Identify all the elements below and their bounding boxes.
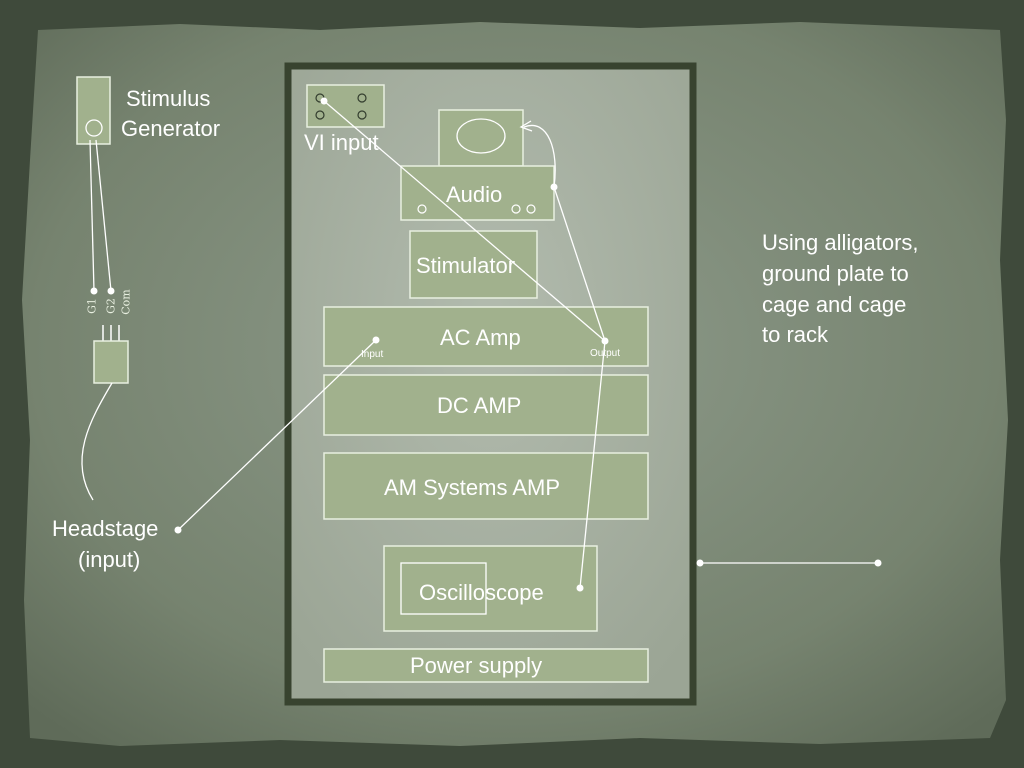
electrode-connector-box [93,340,129,384]
oscilloscope-label: Oscilloscope [419,580,544,605]
wire-stimgen-g1 [89,139,95,292]
terminal-rack-ground [696,559,704,567]
power-supply-box [323,648,649,683]
audio-knob [511,204,521,214]
wire-ac-output-oscilloscope [579,340,606,589]
stimulator-label: Stimulator [416,253,516,278]
note-line-4: to rack [762,322,829,347]
wire-arrowhead [519,120,533,132]
wire-audio-speaker [523,124,556,188]
terminal-cage-ground [874,559,882,567]
dc-amp-label: DC AMP [437,393,522,418]
wire-headstage-ac-input [177,339,377,531]
wire-audio-ac-output [553,186,606,342]
audio-knob [526,204,536,214]
ac-amp-input-label: Input [361,349,384,360]
terminal-ac-input [372,336,380,344]
pin-label-g2: G2 [104,298,118,314]
ac-amp-label: AC Amp [440,325,521,350]
audio-label: Audio [446,182,503,207]
ac-amp-box [323,306,649,367]
note-line-1: Using alligators, [762,230,919,255]
oscilloscope-screen [400,562,487,615]
note-line-3: cage and cage [762,292,907,317]
terminal-g1 [90,287,98,295]
am-systems-amp-box [323,452,649,520]
stimulus-generator-knob [85,119,103,137]
vi-input-label: VI input [304,130,379,155]
ac-amp-output-label: Output [590,348,621,359]
stimulus-generator-box [76,76,111,145]
note-line-2: ground plate to [762,261,909,286]
terminal-g2 [107,287,115,295]
wire-stimgen-g2 [95,139,112,292]
terminal-oscilloscope [576,584,584,592]
terminal-ac-output [601,337,609,345]
terminal-vi-input [320,97,328,105]
terminal-headstage [174,526,182,534]
pin-label-g1: G1 [85,298,99,314]
vi-input-jack [357,93,367,103]
power-supply-label: Power supply [410,653,543,678]
headstage-label-1: Headstage [52,516,159,541]
am-systems-amp-label: AM Systems AMP [384,475,561,500]
wire-connector-headstage [81,382,113,501]
stimulus-generator-label-2: Generator [121,116,221,141]
vi-input-box [306,84,385,128]
audio-box [400,165,555,221]
headstage-label-2: (input) [78,547,141,572]
stimulus-generator-label-1: Stimulus [126,86,211,111]
terminal-audio [550,183,558,191]
dc-amp-box [323,374,649,436]
speaker-cone [456,118,506,154]
audio-knob [417,204,427,214]
oscilloscope-box [383,545,598,632]
wire-vi-input-ac-output [323,100,606,342]
vi-input-jack [315,110,325,120]
pin-label-com: Com [119,289,133,315]
vi-input-jack [357,110,367,120]
